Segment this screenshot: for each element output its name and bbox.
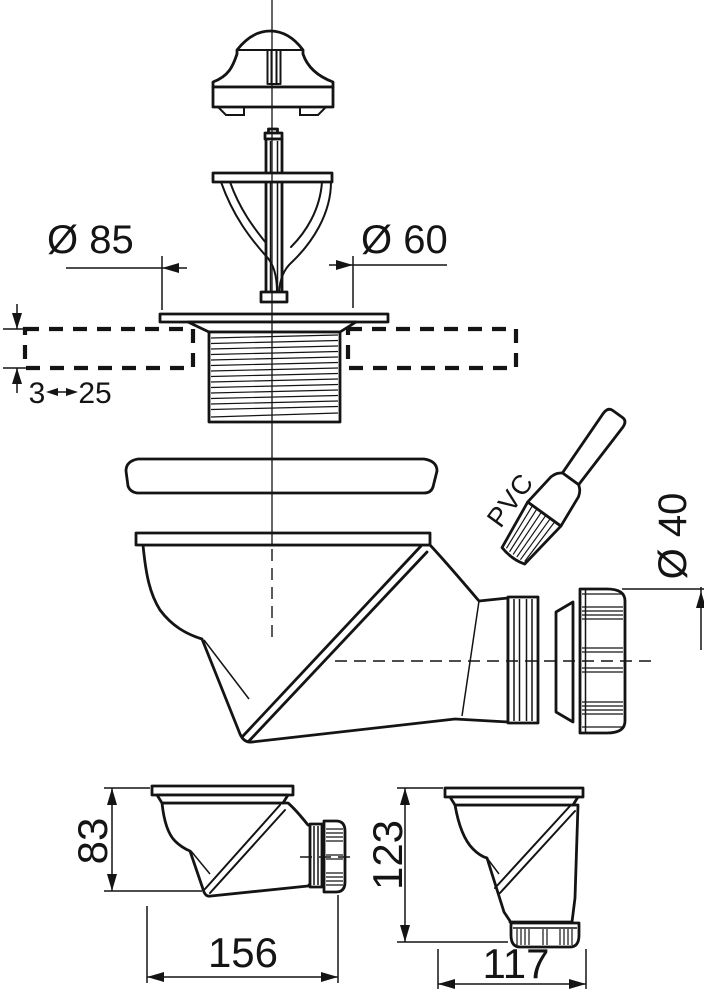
dim-arrow (336, 260, 353, 270)
tile-range-boxes (22, 326, 519, 371)
dia-85-label: Ø 85 (47, 218, 134, 262)
clamping-flange (158, 312, 390, 424)
dim-flange-diameter: Ø 85 (47, 218, 187, 310)
trap-rim (134, 531, 432, 547)
drain-knob-cap (211, 29, 335, 116)
outlet-thread-small (308, 822, 324, 889)
range-arrow-left (46, 388, 58, 396)
dia-60-label: Ø 60 (361, 218, 448, 262)
dim-arrow (438, 979, 455, 989)
outlet-thread (506, 595, 540, 725)
bristle-lines (505, 505, 556, 562)
dim-arrow (696, 591, 704, 608)
tile-range-box-right (345, 326, 519, 371)
dim-arrow (147, 972, 164, 982)
dim-arrow (162, 263, 179, 273)
dim-arrow (400, 925, 410, 942)
thread-lines (210, 334, 339, 418)
height-123-label: 123 (364, 820, 411, 890)
cone-seal (554, 600, 575, 724)
dim-deck-thickness: 3 25 (3, 304, 112, 410)
dim-arrow (12, 368, 22, 384)
union-nut-small (322, 819, 347, 894)
dim-arrow (400, 788, 410, 805)
pvc-glue-brush-icon: PVC (481, 407, 627, 566)
dim-arrow (107, 788, 117, 805)
seam (494, 805, 576, 894)
min-thickness-label: 3 (29, 377, 46, 410)
tile-range-box-left (22, 326, 196, 371)
fold-line (203, 639, 250, 700)
dim-arrow (12, 313, 22, 329)
trap-body-main (134, 531, 652, 744)
dim-outlet-diameter: Ø 40 (622, 493, 704, 650)
seal-gasket (124, 457, 439, 495)
height-83-label: 83 (69, 818, 116, 865)
diagonal-seam (241, 544, 429, 743)
dim-arrow (569, 979, 586, 989)
dim-front-height: 123 (364, 787, 508, 943)
seam (204, 804, 286, 894)
outlet-dia-label: Ø 40 (651, 493, 695, 580)
max-thickness-label: 25 (78, 377, 111, 410)
width-156-label: 156 (208, 929, 278, 976)
side-view (150, 784, 352, 898)
dim-side-width: 156 (146, 895, 339, 983)
brush-handle (561, 407, 627, 486)
dim-side-height: 83 (69, 787, 202, 892)
nut-ribs (582, 593, 623, 728)
union-nut-bottom (509, 921, 581, 949)
dim-arrow (107, 874, 117, 891)
dim-waste-diameter: Ø 60 (329, 218, 448, 308)
dim-arrow (321, 972, 338, 982)
range-arrow-right (66, 388, 78, 396)
front-view (443, 786, 585, 949)
width-117-label: 117 (483, 940, 550, 987)
dim-front-width: 117 (437, 940, 587, 989)
